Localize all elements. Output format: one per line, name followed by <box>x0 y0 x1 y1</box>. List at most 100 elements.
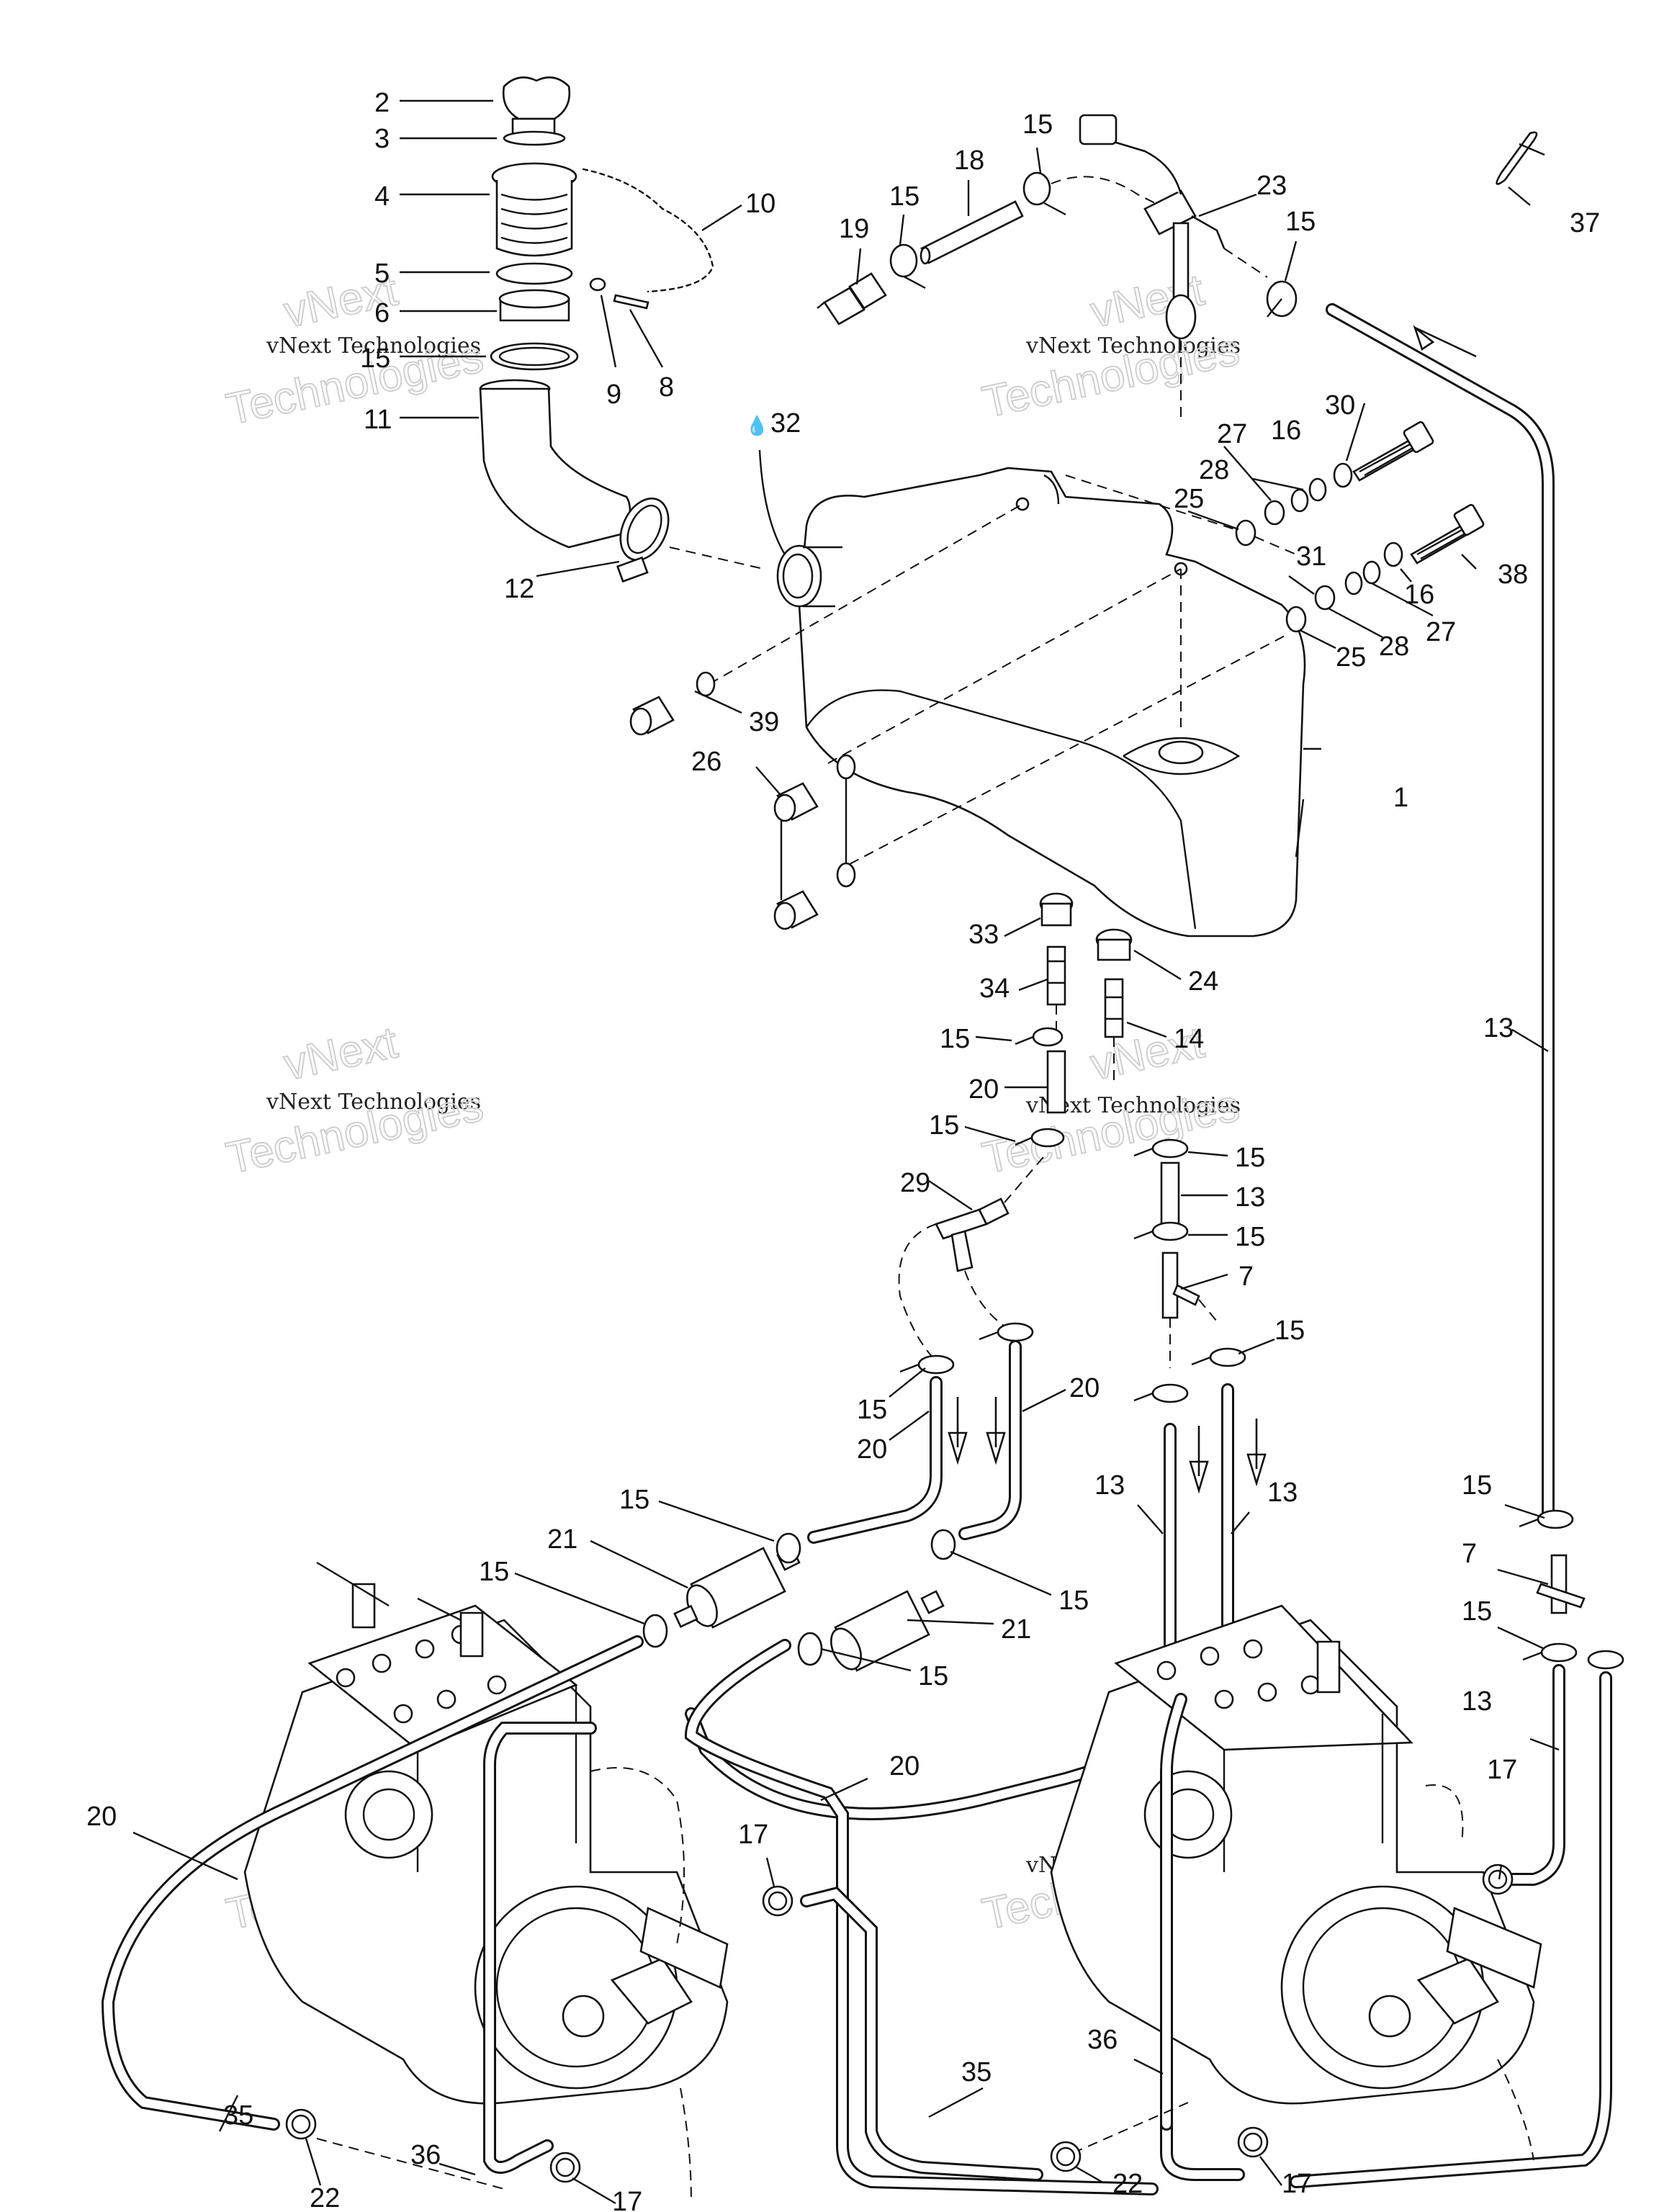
label-19: 19 <box>839 214 869 244</box>
label-13-feed-b: 13 <box>1267 1478 1298 1508</box>
y-dash-left <box>898 1223 937 1362</box>
label-13-return: 13 <box>1483 1013 1514 1043</box>
label-17-bottom-right: 17 <box>1282 2169 1312 2199</box>
label-25-top: 25 <box>1174 484 1204 514</box>
washer-16b-icon <box>1383 541 1403 567</box>
label-7-bottom: 7 <box>1462 1539 1477 1569</box>
neck-gasket-icon <box>495 262 573 285</box>
clamp-15-return-b <box>1522 1642 1578 1663</box>
label-15-filter-f: 15 <box>918 1661 948 1691</box>
label-22-left: 22 <box>310 2183 340 2212</box>
nut-28a-icon <box>1264 500 1285 526</box>
label-15-filter-e: 15 <box>479 1557 509 1587</box>
label-34: 34 <box>979 974 1010 1004</box>
clamp-17-b <box>1482 1863 1514 1895</box>
label-14: 14 <box>1174 1024 1204 1054</box>
svg-text:vNext: vNext <box>280 1017 402 1089</box>
clamp-15-right-b <box>1133 1221 1189 1241</box>
label-37: 37 <box>1570 208 1600 238</box>
label-15-neck: 15 <box>360 343 390 374</box>
neck-nut-icon <box>498 289 570 322</box>
label-38: 38 <box>1498 559 1528 590</box>
label-6: 6 <box>374 298 390 328</box>
label-36-right: 36 <box>1087 2025 1118 2055</box>
label-35-right: 35 <box>961 2057 992 2087</box>
engine-dash-right3 <box>1497 2059 1534 2161</box>
clamp-15-return-c <box>1587 1650 1624 1670</box>
vent-hose-18-icon <box>920 200 1024 265</box>
label-20-short: 20 <box>968 1074 999 1105</box>
fuel-tank-icon <box>798 467 1306 938</box>
label-12: 12 <box>504 574 534 604</box>
right-engine-icon <box>1050 1604 1542 2105</box>
label-17-mid: 17 <box>738 1820 768 1850</box>
clamp-15-filter-f <box>797 1632 823 1666</box>
label-4: 4 <box>374 181 390 212</box>
watermark-top-right: vNext vNext Technologies Technologies <box>978 264 1244 428</box>
label-15-out-b: 15 <box>929 1110 959 1141</box>
label-15-right-b: 15 <box>1235 1222 1265 1252</box>
flow-arrow-right <box>1413 325 1477 358</box>
washer-25a-icon <box>1235 519 1256 547</box>
clamp-15-outlet-a <box>1015 1027 1064 1047</box>
watermark-mid-left: vNext vNext Technologies Technologies <box>222 1017 488 1184</box>
clamp-15-right-a <box>1133 1138 1189 1159</box>
label-23: 23 <box>1256 171 1287 201</box>
label-35-left: 35 <box>223 2100 253 2131</box>
label-15-right-c: 15 <box>1274 1316 1305 1346</box>
rollover-valve-23-icon <box>1079 114 1226 340</box>
clamp-15-filter-e <box>642 1614 668 1648</box>
label-20-left: 20 <box>86 1802 117 1832</box>
label-15-right-a: 15 <box>1235 1143 1265 1173</box>
label-32-drop: 💧 <box>745 415 768 436</box>
label-15-filter-d: 15 <box>1058 1586 1089 1616</box>
svg-text:vNext Technologies: vNext Technologies <box>266 333 481 359</box>
tee-fitting-7b-icon <box>1536 1554 1586 1614</box>
svg-text:vNext Technologies: vNext Technologies <box>1025 333 1241 359</box>
svg-text:vNext Technologies: vNext Technologies <box>266 1089 481 1115</box>
clamp-17-a <box>762 1885 793 1917</box>
label-1: 1 <box>1393 783 1408 813</box>
label-39: 39 <box>749 707 779 737</box>
flow-arrow-a <box>948 1397 968 1465</box>
label-21-b: 21 <box>1001 1614 1031 1645</box>
label-20-b: 20 <box>1069 1373 1100 1403</box>
filler-cap-icon <box>502 76 571 136</box>
clamp-17-d <box>1237 2126 1269 2158</box>
vent-valve-19-icon <box>817 272 887 325</box>
label-15-filter-a: 15 <box>857 1395 887 1425</box>
label-11: 11 <box>364 405 392 435</box>
chain-rivet-8-icon <box>613 294 649 310</box>
label-16-top: 16 <box>1271 415 1301 446</box>
label-15-return-a: 15 <box>1462 1470 1492 1501</box>
label-30: 30 <box>1325 390 1355 421</box>
label-2: 2 <box>374 88 390 118</box>
label-15-vent-a: 15 <box>889 181 920 212</box>
vent-clamp-15a-icon <box>889 243 926 289</box>
fuel-hose-20-short <box>1046 1050 1066 1114</box>
washer-25b-icon <box>1285 606 1307 633</box>
vent-dash-2 <box>1223 248 1268 278</box>
return-hose-13 <box>1326 303 1555 1519</box>
label-15-filter-c: 15 <box>619 1485 649 1515</box>
washer-39c-icon <box>836 862 856 888</box>
label-29: 29 <box>900 1168 930 1198</box>
filler-clamp-icon <box>490 342 579 371</box>
leader-lines <box>132 99 1560 2205</box>
washer-27d-icon <box>1344 571 1363 595</box>
y-dash-right <box>964 1270 1009 1329</box>
washer-27c-icon <box>1362 560 1381 585</box>
label-21-a: 21 <box>547 1524 577 1555</box>
clamp-15-filter-b <box>979 1322 1034 1342</box>
y-fitting-29-icon <box>935 1197 1010 1272</box>
hose-13-return-lower <box>1506 1664 1565 1886</box>
y-dash-top <box>1004 1151 1048 1203</box>
engine-dash-left <box>590 1767 685 1945</box>
label-15-vent-b: 15 <box>1022 109 1053 140</box>
nut-28b-icon <box>1314 585 1336 611</box>
elbow-34-icon <box>1046 945 1066 1006</box>
label-33: 33 <box>968 920 999 950</box>
label-25-bottom: 25 <box>1336 642 1366 673</box>
vent-clamp-15c-icon <box>1266 280 1298 318</box>
